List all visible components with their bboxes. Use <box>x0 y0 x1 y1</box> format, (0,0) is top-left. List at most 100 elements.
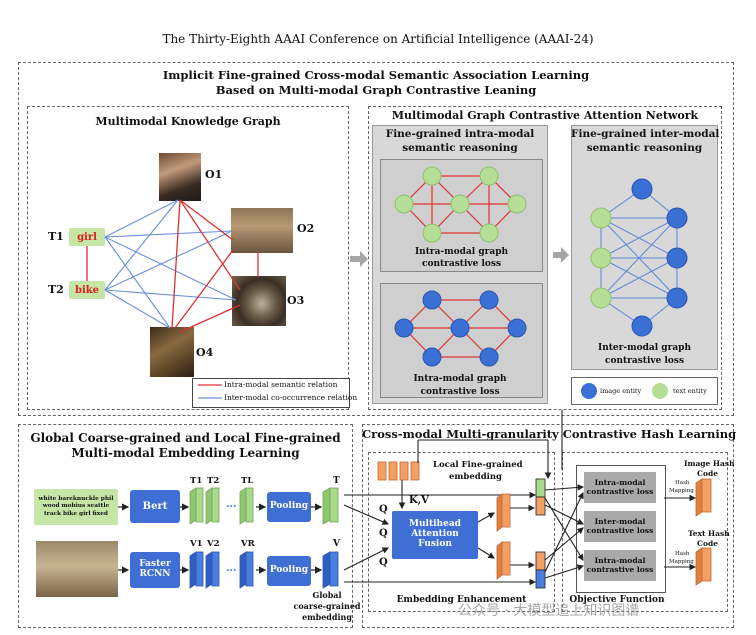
embedding-title-line2: Multi-modal Embedding Learning <box>71 446 300 460</box>
global-line2: coarse-grained <box>293 601 361 611</box>
dots-image: ... <box>226 563 237 574</box>
combined-vectors <box>535 478 546 589</box>
image-hash-line2: Code <box>697 469 718 478</box>
loss-arrows <box>544 484 697 579</box>
label-o1: O1 <box>205 168 223 181</box>
loss3-line2: contrastive loss <box>604 356 685 366</box>
kv-label: K,V <box>409 495 429 506</box>
image-hash-line1: Image Hash <box>684 459 735 468</box>
legend-image-label: image entity <box>600 387 642 395</box>
photo-o1 <box>159 153 201 201</box>
hash-mapping-1b: Mapping <box>669 488 694 494</box>
hash-codes <box>695 478 712 586</box>
conference-header: The Thirty-Eighth AAAI Conference on Art… <box>162 32 594 46</box>
label-o2: O2 <box>297 222 315 235</box>
entity-bike: bike <box>69 281 105 299</box>
label-T: T <box>333 476 340 486</box>
label-o3: O3 <box>287 294 305 307</box>
caption-box: white bareknuckle phil wood mobius seatt… <box>34 489 118 525</box>
text-token-stack <box>189 487 339 525</box>
loss-inter: Inter-modal contrastive loss <box>584 511 656 542</box>
photo-input <box>36 541 118 597</box>
intra-graph-bottom <box>380 283 543 398</box>
label-t1: T1 <box>48 230 64 243</box>
hash-mapping-1a: Hash <box>675 480 690 486</box>
entity-girl: girl <box>69 228 105 246</box>
label-V2: V2 <box>207 539 220 549</box>
q-label-2: Q <box>379 528 388 539</box>
label-V: V <box>333 539 340 549</box>
hash-box <box>362 424 734 628</box>
intra-graph-green <box>394 166 527 243</box>
label-o4: O4 <box>196 346 214 359</box>
loss-intra-2: Intra-modal contrastive loss <box>584 550 656 581</box>
inter-title-line2: semantic reasoning <box>586 142 703 154</box>
inter-title-line1: Fine-grained inter-modal <box>571 128 720 140</box>
intra-title-line1: Fine-grained intra-modal <box>385 128 535 140</box>
loss-intra-2-line2: contrastive loss <box>586 564 654 574</box>
rcnn-box: Faster RCNN <box>130 552 180 588</box>
pooling-image-box: Pooling <box>267 556 311 586</box>
dots-text: ... <box>226 499 237 510</box>
label-T1: T1 <box>190 476 203 486</box>
enhancement-label: Embedding Enhancement <box>396 595 527 605</box>
local-line2: embedding <box>449 472 502 482</box>
loss-intra-1-line2: contrastive loss <box>586 486 654 496</box>
objective-box <box>562 452 728 612</box>
loss-inter-line2: contrastive loss <box>586 525 654 535</box>
embedding-title-line1: Global Coarse-grained and Local Fine-gra… <box>30 431 341 445</box>
legend-inter-label: Inter-modal co-occurrence relation <box>224 393 358 402</box>
q-label-1: Q <box>379 504 388 515</box>
rcnn-line1: Faster <box>139 559 171 570</box>
hash-mapping-2b: Mapping <box>669 559 694 565</box>
inter-modal-edges <box>104 199 237 329</box>
attn-line1: Multihead <box>409 519 461 530</box>
inter-graph <box>590 178 688 337</box>
mkg-box <box>27 106 349 410</box>
top-section-box <box>18 62 734 416</box>
objective-label: Objective Function <box>569 595 665 605</box>
loss-intra-2-line1: Intra-modal <box>594 555 646 565</box>
text-hash-line1: Text Hash <box>688 529 730 538</box>
embedding-box <box>18 424 353 628</box>
hash-flow-lines <box>343 410 563 586</box>
legend-text-dot <box>652 383 668 399</box>
label-VR: VR <box>241 539 255 549</box>
arrow-intra-to-inter <box>553 247 569 263</box>
local-fine-stack <box>377 461 420 481</box>
attention-fusion-box: Multihead Attention Fusion <box>392 511 478 559</box>
intra-graph-top <box>380 159 543 272</box>
photo-o3 <box>232 276 286 326</box>
main-title-line1: Implicit Fine-grained Cross-modal Semant… <box>162 68 590 82</box>
global-line1: Global <box>312 590 342 600</box>
loss-inter-line1: Inter-modal <box>594 516 646 526</box>
text-hash-line2: Code <box>697 539 718 548</box>
loss-intra-1: Intra-modal contrastive loss <box>584 472 656 503</box>
mgcan-box <box>368 106 722 410</box>
loss2-line1: Intra-modal graph <box>413 374 507 384</box>
loss1-line2: contrastive loss <box>421 259 502 269</box>
label-t2: T2 <box>48 283 64 296</box>
loss1-line1: Intra-modal graph <box>414 247 509 257</box>
attn-line2: Attention <box>411 529 459 540</box>
arrow-mkg-to-mgcan <box>350 251 368 267</box>
loss3-line1: Inter-modal graph <box>597 343 692 353</box>
loss-intra-1-line1: Intra-modal <box>594 477 646 487</box>
local-line1: Local Fine-grained <box>433 460 523 470</box>
attn-line3: Fusion <box>418 538 452 549</box>
watermark: 公众号 · 大模型追上知识图谱 <box>458 603 640 619</box>
image-token-stack <box>189 551 339 589</box>
loss2-line2: contrastive loss <box>420 387 500 397</box>
intra-graph-blue <box>394 290 527 367</box>
hash-mapping-2a: Hash <box>675 551 690 557</box>
hash-title: Cross-modal Multi-granularity Contrastiv… <box>362 427 737 441</box>
photo-o4 <box>150 327 194 377</box>
bert-box: Bert <box>130 490 180 523</box>
mkg-legend-box <box>192 378 350 408</box>
photo-o2 <box>231 208 293 253</box>
legend-intra-label: Intra-modal semantic relation <box>224 380 338 389</box>
legend-text-label: text entity <box>673 387 707 395</box>
mkg-title: Multimodal Knowledge Graph <box>95 115 281 128</box>
label-TL: TL <box>241 476 254 486</box>
